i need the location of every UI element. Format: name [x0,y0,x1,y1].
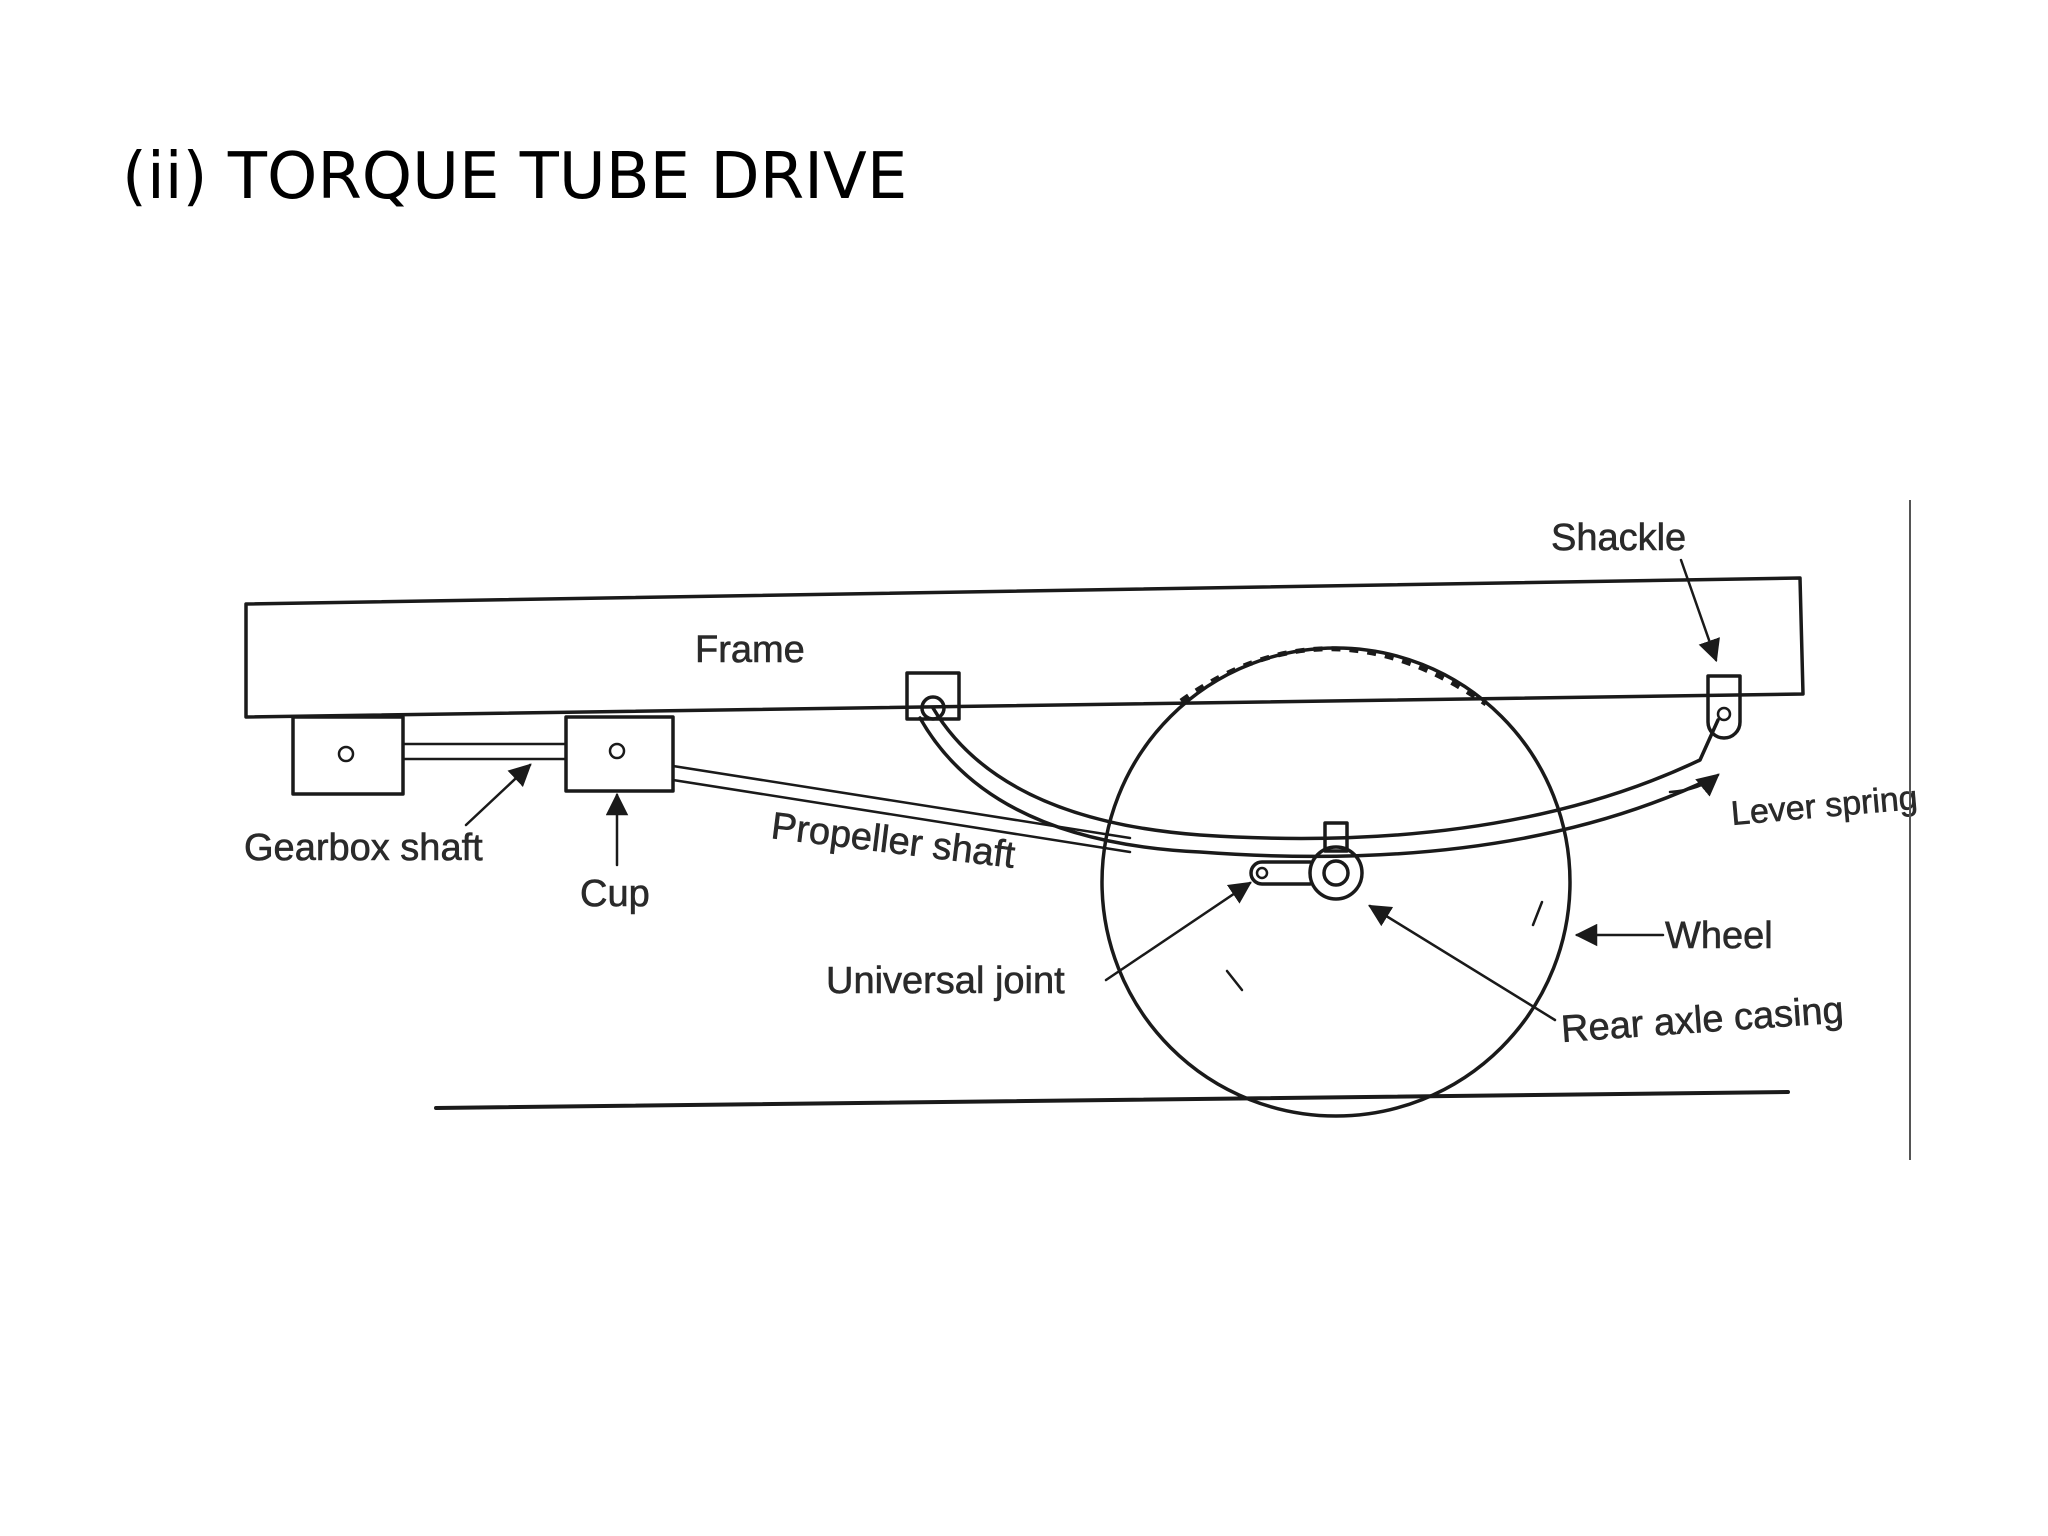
label-wheel: Wheel [1665,915,1773,957]
gearbox [291,715,405,796]
frame [244,576,1805,719]
lever-spring [918,706,1720,859]
spring-front-hanger [905,671,961,721]
label-shackle: Shackle [1551,517,1686,559]
rear-axle-casing [1249,821,1364,901]
label-universal-joint: Universal joint [826,960,1065,1002]
label-propeller-shaft: Propeller shaft [769,805,1018,877]
cup [564,715,675,793]
label-cup: Cup [580,873,650,915]
shackle [1706,674,1742,740]
ground-line [434,1090,1790,1110]
label-frame: Frame [695,629,805,671]
slide-title: (ii) TORQUE TUBE DRIVE [122,140,908,214]
gearbox-shaft [401,742,568,761]
leader-lines [464,558,1720,1022]
label-gearbox-shaft: Gearbox shaft [244,827,483,869]
label-rear-axle-casing: Rear axle casing [1560,989,1845,1051]
label-lever-spring: Lever spring [1729,779,1919,833]
wheel [1100,646,1572,1118]
